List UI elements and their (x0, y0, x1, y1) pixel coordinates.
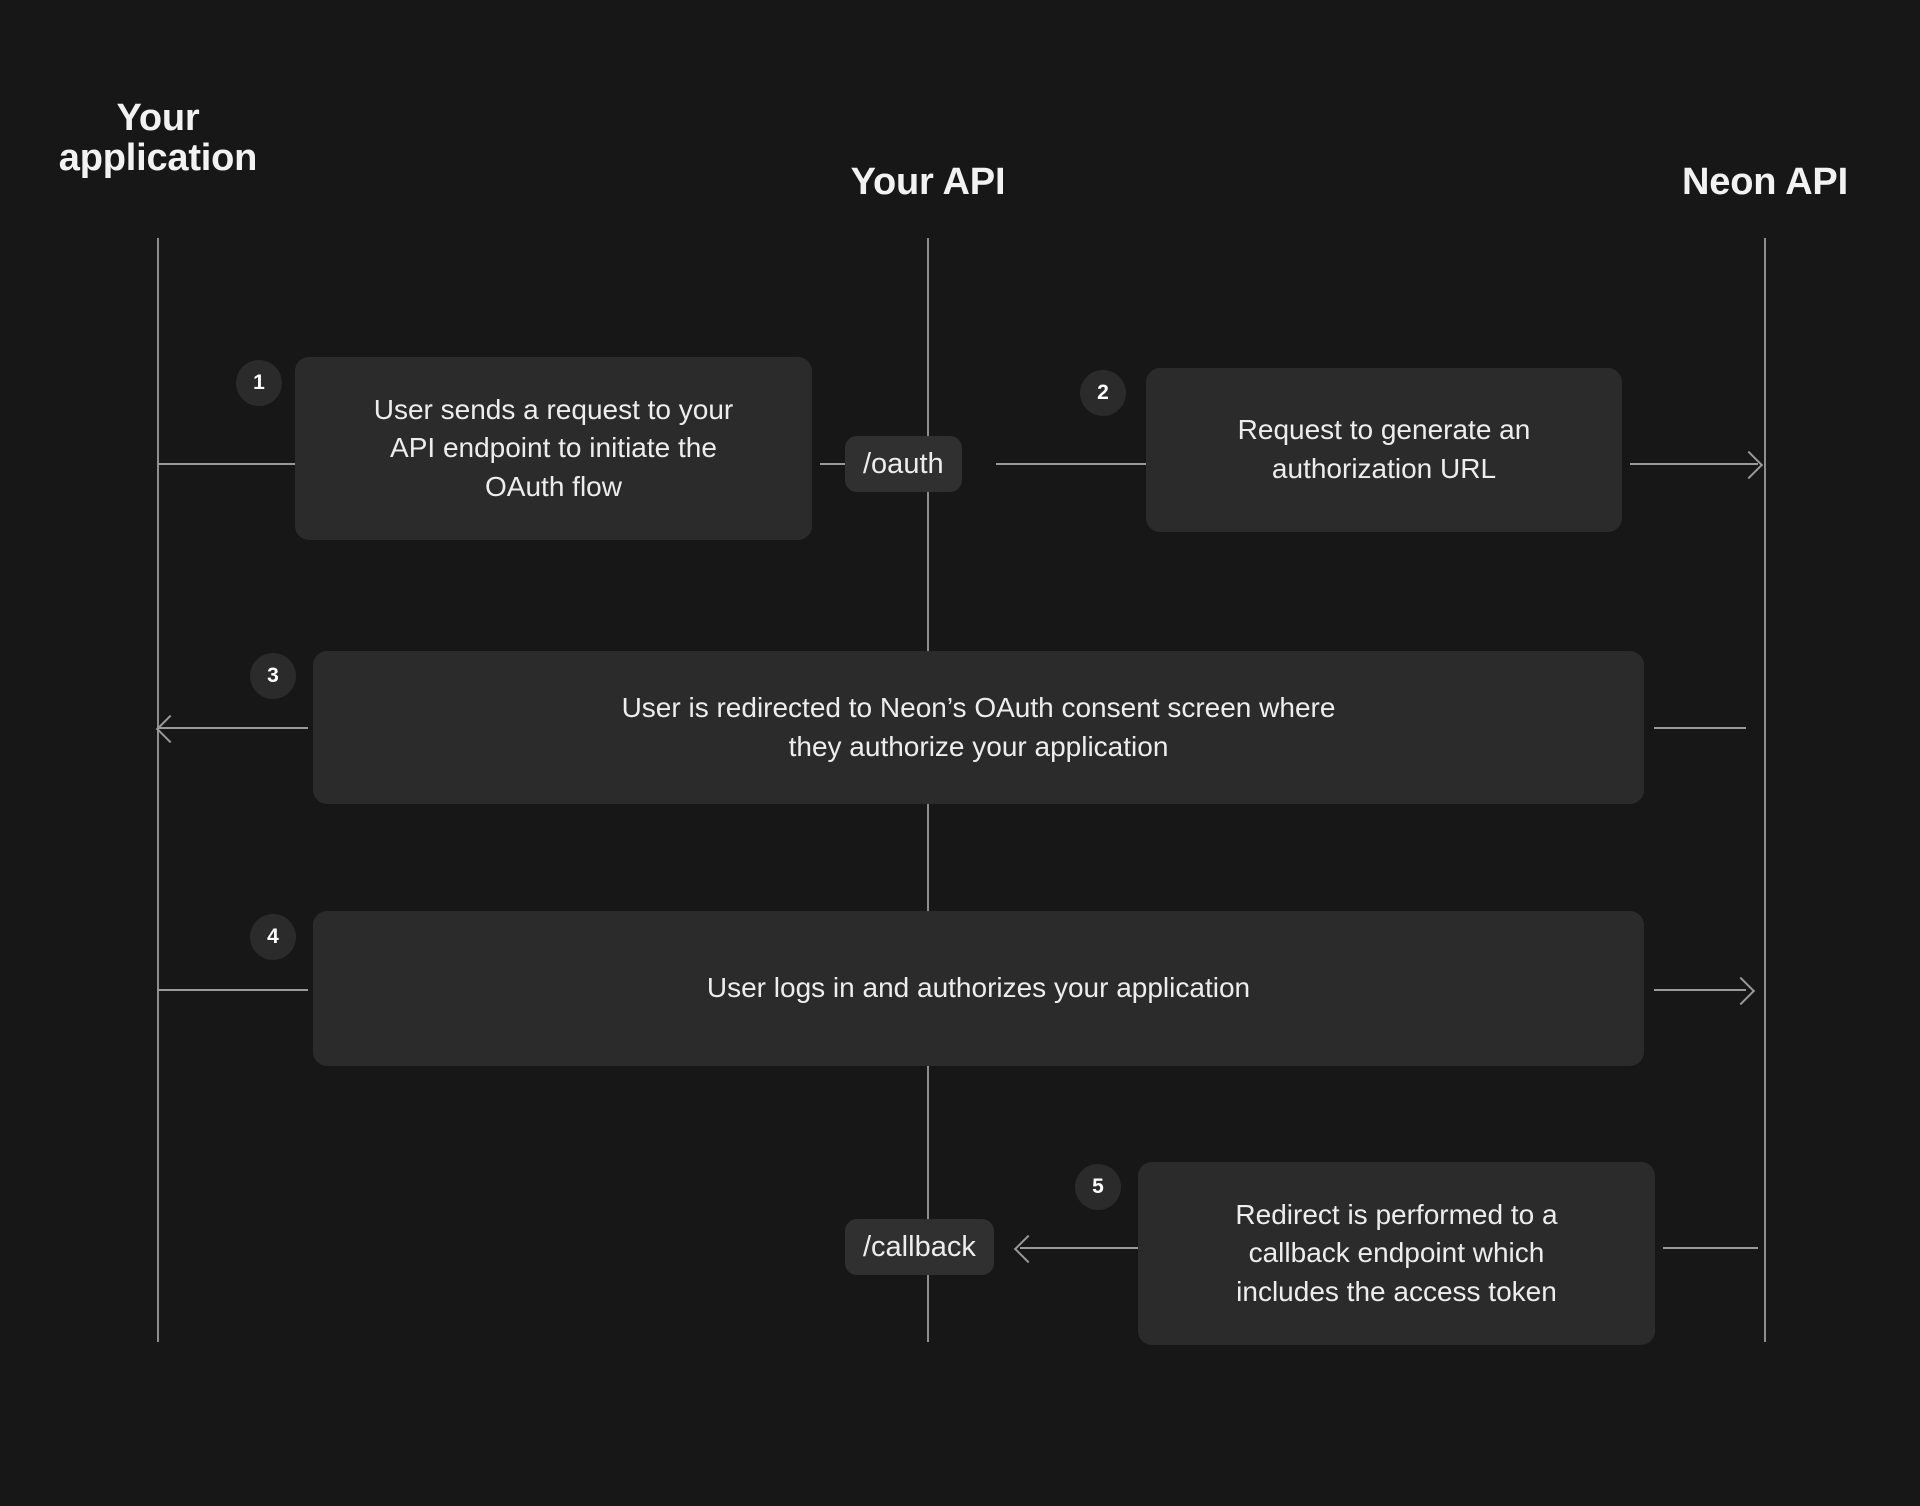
step-text-3: User is redirected to Neon’s OAuth conse… (621, 691, 1336, 762)
lifeline-your-application (157, 238, 159, 1342)
step-box-1: User sends a request to your API endpoin… (295, 357, 812, 540)
lane-title-your-api: Your API (850, 161, 1006, 203)
step-badge-5: 5 (1075, 1164, 1121, 1210)
step-badge-1: 1 (236, 360, 282, 406)
arrow-right-icon-step2 (1734, 450, 1764, 480)
arrow-left-icon-step3 (155, 714, 185, 744)
connector-oauth-to-step2 (996, 463, 1148, 465)
step-box-3: User is redirected to Neon’s OAuth conse… (313, 651, 1644, 804)
step-badge-4: 4 (250, 914, 296, 960)
endpoint-pill-callback[interactable]: /callback (845, 1219, 994, 1275)
connector-step2-right (1630, 463, 1758, 465)
connector-step4-right (1654, 989, 1746, 991)
step-box-2: Request to generate an authorization URL (1146, 368, 1622, 532)
arrow-right-icon-step4 (1726, 976, 1756, 1006)
connector-step1-to-oauth (820, 463, 860, 465)
connector-step3-right (1654, 727, 1746, 729)
step-badge-2: 2 (1080, 370, 1126, 416)
connector-step5-right (1663, 1247, 1758, 1249)
endpoint-pill-oauth[interactable]: /oauth (845, 436, 962, 492)
lane-title-your-application: Your application (58, 97, 258, 180)
arrow-left-icon-step5 (1013, 1234, 1043, 1264)
step-box-4: User logs in and authorizes your applica… (313, 911, 1644, 1066)
connector-step5-to-callback (1020, 1247, 1138, 1249)
lane-title-neon-api: Neon API (1682, 161, 1848, 203)
connector-step3-left (158, 727, 308, 729)
step-text-4: User logs in and authorizes your applica… (706, 972, 1251, 1004)
connector-step1-left (158, 463, 298, 465)
step-badge-3: 3 (250, 653, 296, 699)
step-text-1: User sends a request to your API endpoin… (373, 393, 734, 502)
step-box-5: Redirect is performed to a callback endp… (1138, 1162, 1655, 1345)
step-text-5: Redirect is performed to a callback endp… (1235, 1198, 1558, 1307)
step-text-2: Request to generate an authorization URL (1237, 414, 1531, 484)
connector-step4-left (158, 989, 308, 991)
lifeline-neon-api (1764, 238, 1766, 1342)
